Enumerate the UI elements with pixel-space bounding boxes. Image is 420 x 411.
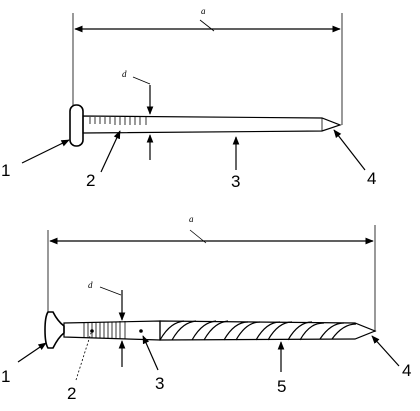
top-callout-1-leader xyxy=(21,139,70,164)
bottom-dot-2 xyxy=(90,329,94,333)
top-callout-4: 4 xyxy=(367,169,376,188)
bottom-callout-1-leader xyxy=(17,342,47,363)
bottom-dot-3 xyxy=(139,329,143,333)
top-nail-figure: a d 1 2 3 xyxy=(1,6,376,191)
bottom-twist-flutes xyxy=(159,320,357,341)
bottom-callout-3: 3 xyxy=(155,374,164,393)
top-callout-4-leader xyxy=(333,129,366,171)
top-nail-shank xyxy=(82,115,342,134)
top-callout-1: 1 xyxy=(1,161,10,180)
bottom-dim-diameter-leader xyxy=(99,286,122,296)
top-dim-length-label: a xyxy=(201,6,206,16)
bottom-callout-1: 1 xyxy=(1,367,10,386)
bottom-callout-2: 2 xyxy=(67,384,76,403)
bottom-knurl-zone xyxy=(83,321,126,339)
bottom-nail-figure: a xyxy=(1,214,411,403)
top-nail-head xyxy=(69,104,84,147)
bottom-callout-2-leader xyxy=(75,332,92,381)
top-callout-3: 3 xyxy=(231,172,240,191)
top-dim-diameter-leader xyxy=(132,76,151,85)
bottom-dim-length-label: a xyxy=(189,214,194,224)
bottom-callout-4: 4 xyxy=(402,361,411,380)
top-knurl-ticks xyxy=(89,117,147,125)
bottom-dim-length-leader xyxy=(189,229,207,244)
bottom-nail-twisted-shank xyxy=(159,320,377,341)
bottom-callout-4-leader xyxy=(371,335,400,367)
top-dim-length-leader xyxy=(199,19,215,32)
bottom-nail-head xyxy=(44,311,65,349)
bottom-dim-diameter-label: d xyxy=(88,280,93,290)
top-callout-2-leader xyxy=(100,130,121,173)
bottom-callout-3-leader xyxy=(142,335,159,371)
top-callout-2: 2 xyxy=(86,171,95,190)
bottom-callout-5: 5 xyxy=(277,377,286,396)
top-dim-diameter-label: d xyxy=(122,69,127,79)
